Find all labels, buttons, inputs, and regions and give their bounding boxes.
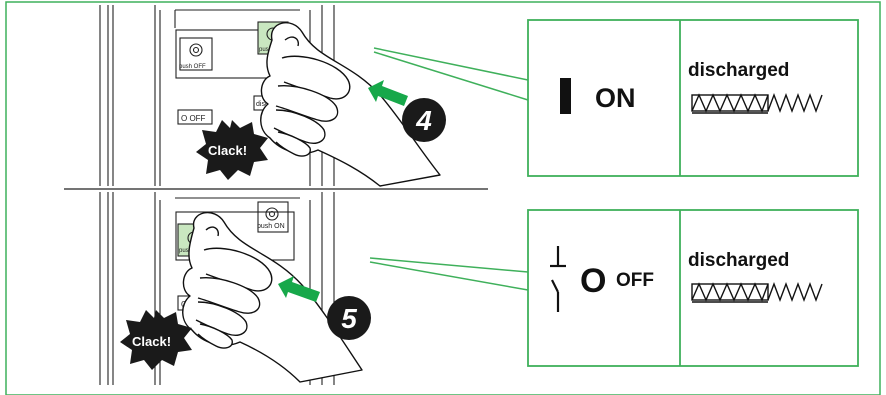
callout-line-a-step-4 <box>373 47 529 81</box>
clack-burst-step-5 <box>120 310 192 370</box>
hand-step-5 <box>182 211 363 383</box>
step-number-5: 5 <box>341 303 357 334</box>
state-symbol-off: O <box>580 262 607 300</box>
push-on-label-step-4: push <box>259 47 272 53</box>
spring-icon-step-5 <box>691 282 823 303</box>
step-badge-5 <box>327 296 371 340</box>
push-on-label-step-5: push ON <box>257 223 285 230</box>
push-arrow-step-5 <box>278 276 320 302</box>
discharged-indicator-step-4: disc <box>256 101 269 108</box>
callout-line-b-step-5 <box>369 261 529 291</box>
clack-text-step-4: Clack! <box>208 143 247 158</box>
off-indicator-step-4: O OFF <box>181 114 206 123</box>
push-off-label-step-4: push OFF <box>179 64 206 70</box>
open-contact-symbol <box>550 246 566 312</box>
hand-step-4 <box>260 22 441 187</box>
state-text-on: ON <box>595 83 636 113</box>
status-panel-step-5 <box>527 209 859 367</box>
step-badge-4 <box>402 98 446 142</box>
push-arrow-step-4 <box>368 80 408 106</box>
callout-line-b-step-4 <box>373 51 529 101</box>
outer-frame <box>5 1 881 395</box>
status-panel-step-4 <box>527 19 859 177</box>
step-number-4: 4 <box>415 105 432 136</box>
on-symbol-bar <box>560 78 571 114</box>
state-text-off: OFF <box>616 270 654 291</box>
spring-label-step-5: discharged <box>688 250 790 271</box>
callout-line-a-step-5 <box>369 257 529 273</box>
clack-burst-step-4 <box>196 120 268 180</box>
spring-label-step-4: discharged <box>688 60 790 81</box>
push-off-label-step-5: push <box>179 248 192 254</box>
clack-text-step-5: Clack! <box>132 334 171 349</box>
spring-icon-step-4 <box>691 93 823 114</box>
